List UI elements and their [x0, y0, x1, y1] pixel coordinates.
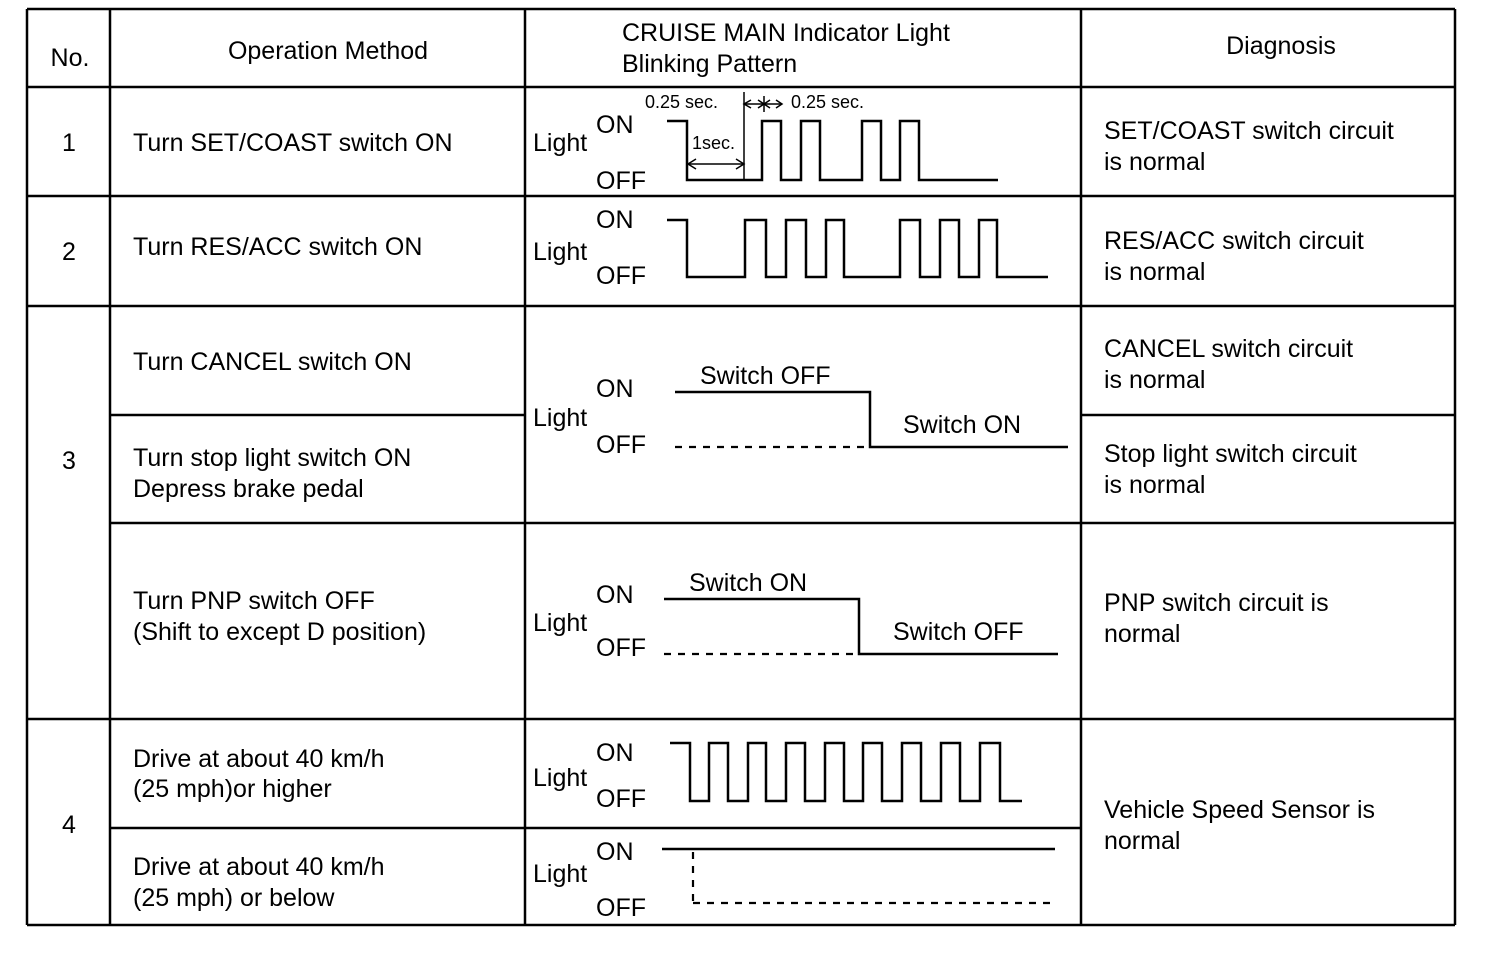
row-3-light-label: Light: [533, 404, 587, 432]
row-2-number: 2: [62, 238, 76, 266]
header-pattern-line1: CRUISE MAIN Indicator Light: [622, 19, 950, 47]
row-3-switch-on-label: Switch ON: [903, 411, 1021, 439]
row-3-switch-off-label: Switch OFF: [700, 362, 831, 390]
row-2-on-label: ON: [596, 206, 634, 234]
row-pnp-switch-off-label: Switch OFF: [893, 618, 1024, 646]
row-3b-diagnosis-line1: Stop light switch circuit: [1104, 440, 1357, 468]
row-pnp-signal-trace: [664, 597, 1058, 656]
row-3-signal-trace: [675, 390, 1068, 449]
row-4a-off-label: OFF: [596, 785, 646, 813]
row-2-operation: Turn RES/ACC switch ON: [133, 233, 422, 261]
row-3-waveform: Light ON OFF Switch OFF Switch ON: [533, 362, 1068, 459]
row-pnp-switch-on-label: Switch ON: [689, 569, 807, 597]
row-pnp-on-label: ON: [596, 581, 634, 609]
row-pnp-waveform: Light ON OFF Switch ON Switch OFF: [533, 569, 1058, 662]
row-4b-light-label: Light: [533, 860, 587, 888]
row-3b-operation-line1: Turn stop light switch ON: [133, 444, 411, 472]
header-no: No.: [51, 44, 90, 72]
row-pnp-diagnosis-line2: normal: [1104, 620, 1180, 648]
row-3-number: 3: [62, 447, 76, 475]
row-1-signal-trace: [667, 119, 998, 182]
row-1-timing-right: 0.25 sec.: [791, 92, 864, 112]
row-pnp-light-label: Light: [533, 609, 587, 637]
row-3a-diagnosis-line2: is normal: [1104, 366, 1205, 394]
row-1-operation: Turn SET/COAST switch ON: [133, 129, 453, 157]
row-4b-operation-line2: (25 mph) or below: [133, 884, 335, 912]
row-3a-diagnosis-line1: CANCEL switch circuit: [1104, 335, 1353, 363]
row-1-diagnosis-line2: is normal: [1104, 148, 1205, 176]
table-grid: [25, 7, 1457, 927]
row-4a-signal-trace: [670, 741, 1022, 803]
row-2-diagnosis-line1: RES/ACC switch circuit: [1104, 227, 1364, 255]
row-1-light-label: Light: [533, 129, 587, 157]
row-1-diagnosis-line1: SET/COAST switch circuit: [1104, 117, 1394, 145]
row-4a-light-label: Light: [533, 764, 587, 792]
row-4-diagnosis-line2: normal: [1104, 827, 1180, 855]
row-3-off-label: OFF: [596, 431, 646, 459]
row-4b-off-label: OFF: [596, 894, 646, 922]
header-pattern-line2: Blinking Pattern: [622, 50, 797, 78]
row-2-signal-trace: [667, 218, 1048, 279]
row-2-waveform: Light ON OFF: [533, 206, 1048, 290]
header-diagnosis: Diagnosis: [1226, 32, 1336, 60]
row-4-number: 4: [62, 811, 76, 839]
row-2-diagnosis-line2: is normal: [1104, 258, 1205, 286]
row-1-on-label: ON: [596, 111, 634, 139]
row-4a-operation-line2: (25 mph)or higher: [133, 775, 332, 803]
row-4b-waveform: Light ON OFF: [533, 838, 1055, 922]
row-2-off-label: OFF: [596, 262, 646, 290]
row-4b-on-label: ON: [596, 838, 634, 866]
row-pnp-operation-line1: Turn PNP switch OFF: [133, 587, 375, 615]
row-1-timing-1sec: 1sec.: [692, 133, 735, 153]
row-1-off-label: OFF: [596, 167, 646, 195]
row-pnp-diagnosis-line1: PNP switch circuit is: [1104, 589, 1329, 617]
header-operation-method: Operation Method: [228, 37, 428, 65]
row-pnp-off-label: OFF: [596, 634, 646, 662]
row-1-waveform: Light ON OFF 0.25 sec. 0.25 sec. 1sec.: [533, 92, 998, 195]
row-4-diagnosis-line1: Vehicle Speed Sensor is: [1104, 796, 1375, 824]
row-3-on-label: ON: [596, 375, 634, 403]
row-4a-operation-line1: Drive at about 40 km/h: [133, 745, 385, 773]
row-pnp-operation-line2: (Shift to except D position): [133, 618, 426, 646]
row-1-number: 1: [62, 129, 76, 157]
row-3a-operation: Turn CANCEL switch ON: [133, 348, 412, 376]
row-4a-on-label: ON: [596, 739, 634, 767]
row-3b-diagnosis-line2: is normal: [1104, 471, 1205, 499]
row-4a-waveform: Light ON OFF: [533, 739, 1022, 813]
row-2-light-label: Light: [533, 238, 587, 266]
row-4b-operation-line1: Drive at about 40 km/h: [133, 853, 385, 881]
row-1-timing-left: 0.25 sec.: [645, 92, 718, 112]
row-3b-operation-line2: Depress brake pedal: [133, 475, 364, 503]
